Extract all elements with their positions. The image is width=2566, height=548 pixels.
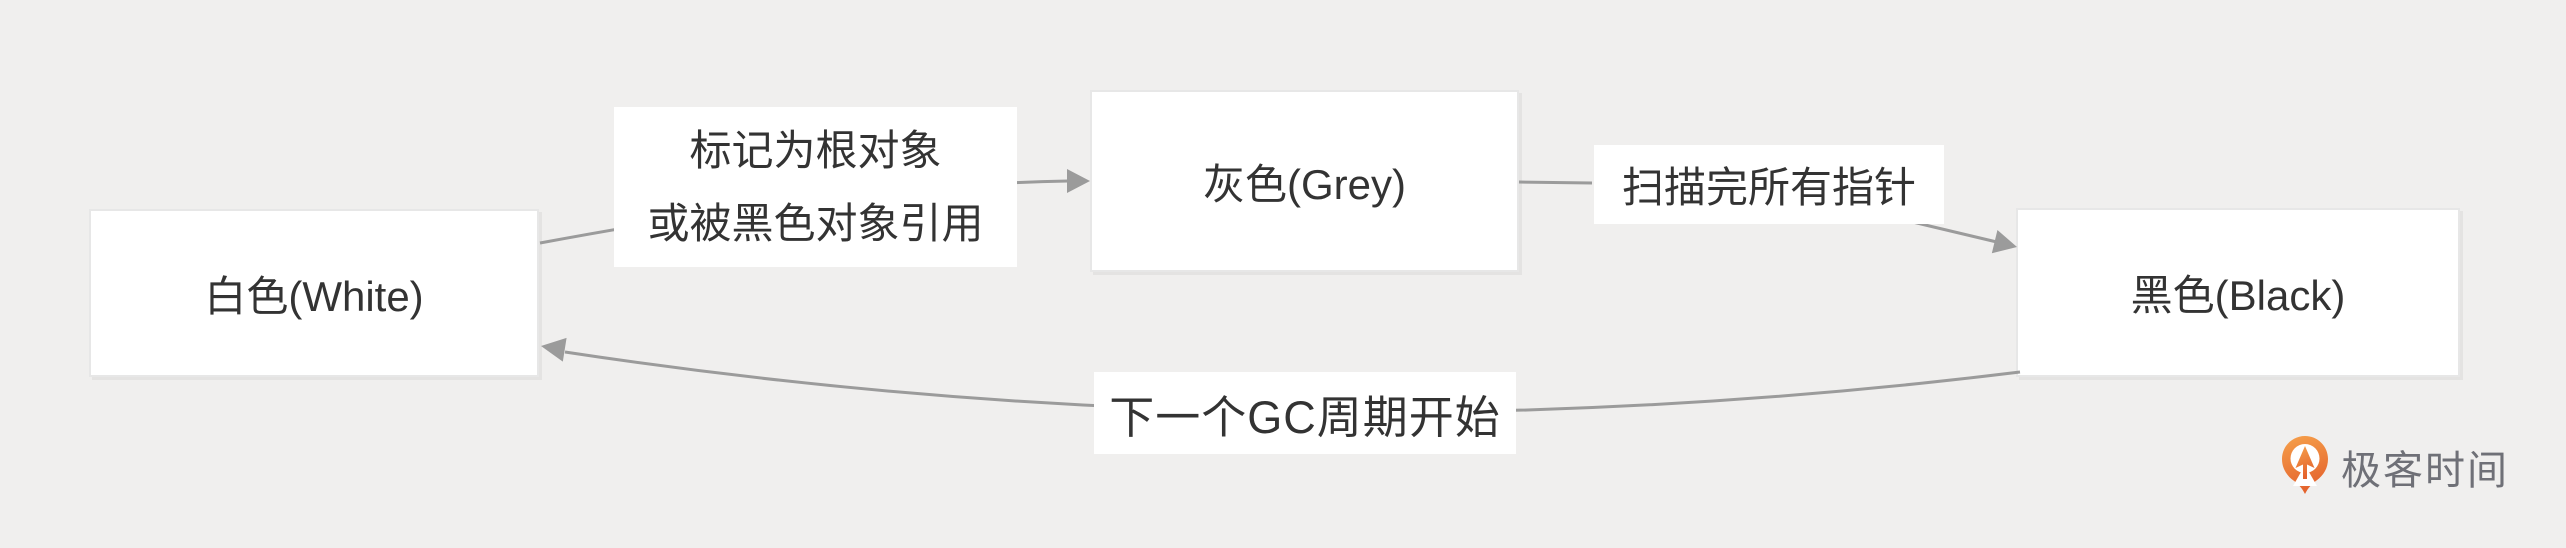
- geektime-logo-text: 极客时间: [2341, 448, 2509, 493]
- geektime-pin-icon: [2282, 436, 2328, 494]
- edge-label-mark-line1: 标记为根对象: [689, 127, 942, 174]
- arrow-white-to-grey-head-icon: [1067, 169, 1090, 193]
- arrow-black-to-white-head-icon: [541, 337, 567, 362]
- node-grey-state: 灰色(Grey): [1090, 90, 1519, 272]
- node-grey-label: 灰色(Grey): [1203, 160, 1406, 208]
- arrow-grey-to-label-line: [1518, 180, 1593, 185]
- node-black-label: 黑色(Black): [2130, 272, 2346, 319]
- node-white-state: 白色(White): [89, 209, 539, 377]
- edge-label-scan-pointers: 扫描完所有指针: [1594, 145, 1944, 224]
- edge-label-scan-text: 扫描完所有指针: [1621, 164, 1916, 211]
- node-black-state: 黑色(Black): [2016, 208, 2460, 377]
- edge-label-next-gc-cycle: 下一个GC周期开始: [1094, 372, 1516, 454]
- edge-label-gc-text: 下一个GC周期开始: [1109, 391, 1501, 443]
- edge-label-mark-line2: 或被黑色对象引用: [647, 200, 984, 247]
- geektime-logo: 极客时间: [2282, 436, 2509, 497]
- node-white-label: 白色(White): [204, 272, 424, 320]
- edge-label-mark-as-root: 标记为根对象 或被黑色对象引用: [614, 107, 1017, 267]
